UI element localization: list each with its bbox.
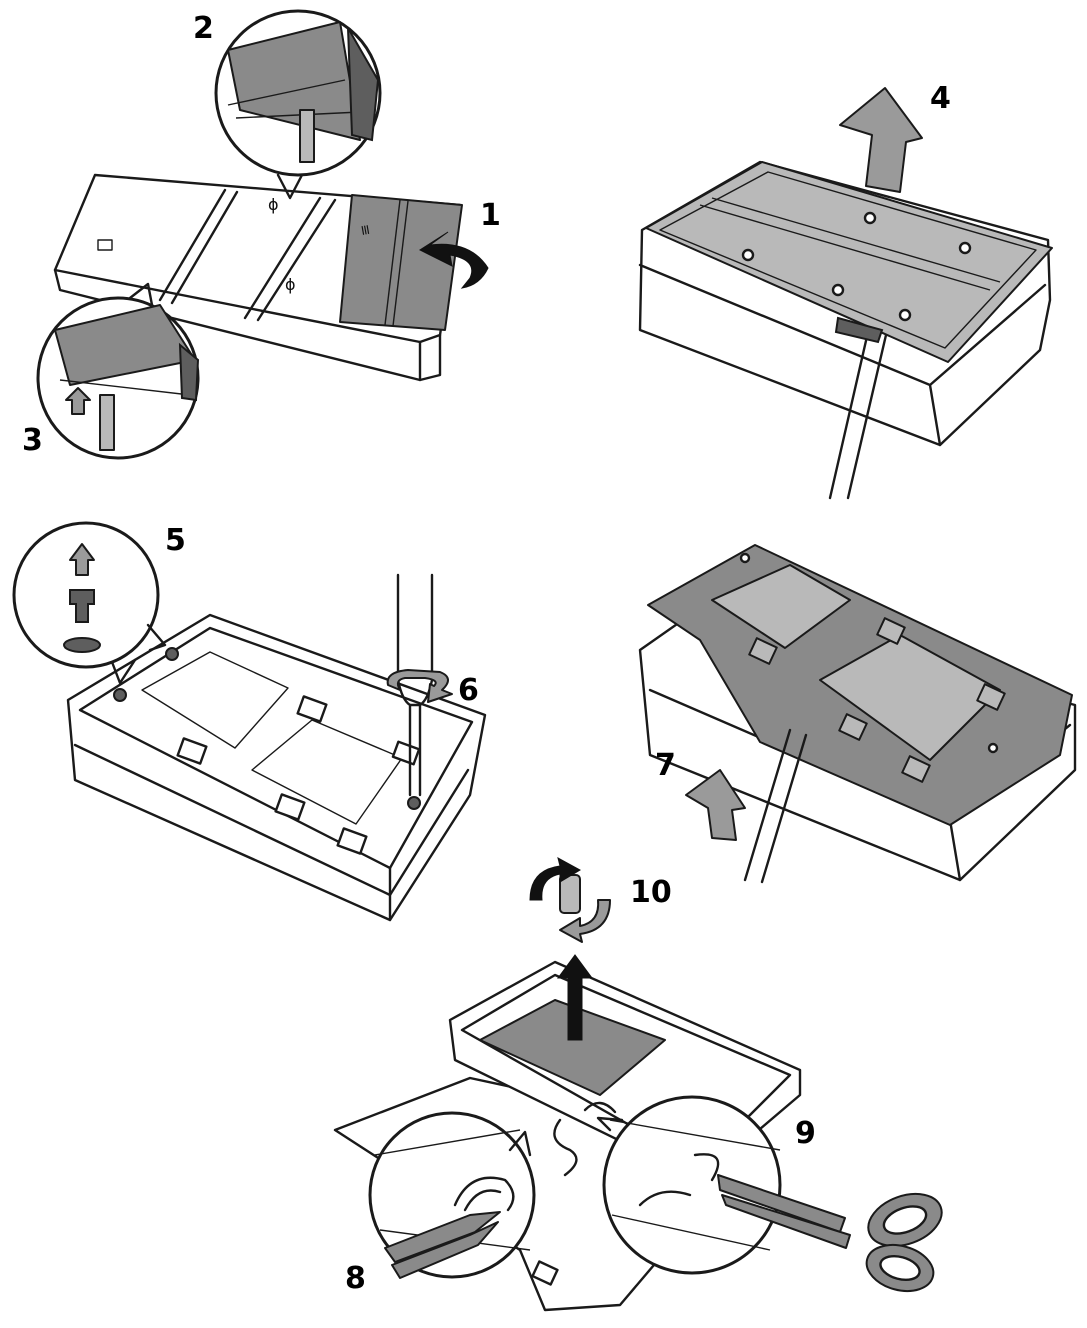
svg-text:≡: ≡ (356, 223, 374, 237)
step-label-8: 8 (345, 1261, 366, 1296)
lid-panel (645, 161, 1053, 363)
step-label-5: 5 (165, 523, 186, 558)
step-label-3: 3 (22, 423, 43, 458)
device-board-removal (638, 544, 1077, 884)
step-label-4: 4 (930, 81, 951, 116)
step-label-9: 9 (795, 1116, 816, 1151)
magnifier-9 (596, 1095, 943, 1293)
rotate-arrow-icon (529, 857, 582, 901)
magnifier-3 (36, 282, 200, 460)
device-lid-removal (638, 87, 1053, 500)
magnifier-5 (12, 521, 167, 685)
svg-text:ɸ: ɸ (268, 195, 279, 214)
step-label-2: 2 (193, 11, 214, 46)
magnifier-2 (214, 9, 382, 200)
up-arrow-icon (557, 954, 593, 1041)
battery (479, 999, 666, 1096)
magnifier-8 (368, 1111, 536, 1279)
rotate-arrow-icon (386, 669, 453, 703)
up-arrow-icon (839, 87, 923, 193)
step-label-10: 10 (630, 875, 672, 910)
device-top-view: ≡ ɸ ɸ (53, 173, 489, 382)
curved-arrow-icon (418, 231, 489, 289)
up-arrow-icon (685, 769, 746, 841)
step-label-7: 7 (655, 748, 676, 783)
device-open-tray (66, 573, 487, 922)
step-label-6: 6 (458, 673, 479, 708)
svg-text:ɸ: ɸ (285, 275, 296, 294)
pliers-icon (384, 1211, 501, 1263)
step-label-1: 1 (480, 198, 501, 233)
